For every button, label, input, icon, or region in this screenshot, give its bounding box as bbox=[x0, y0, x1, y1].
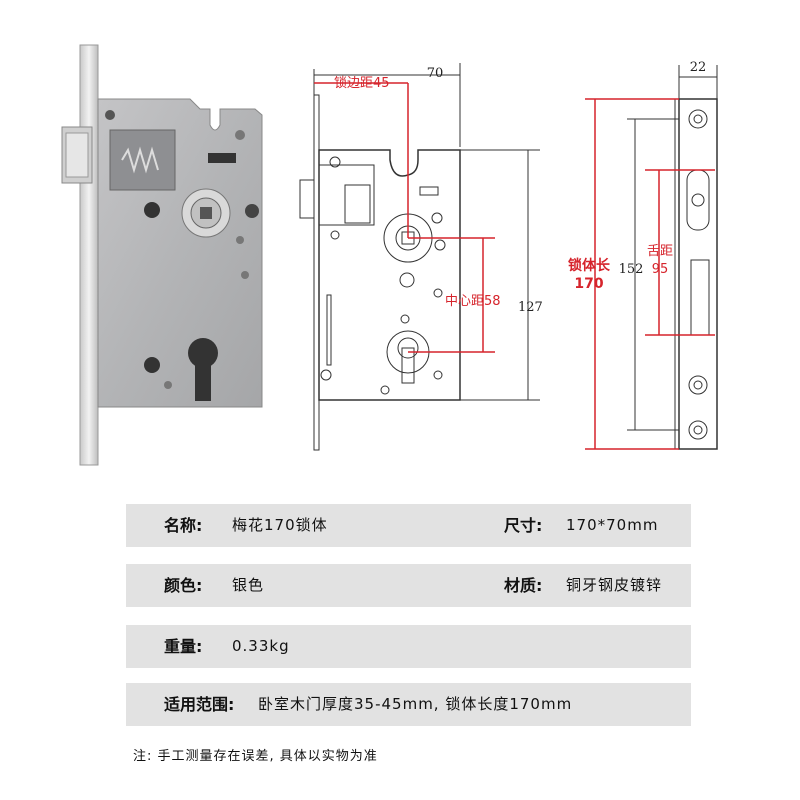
spec-material-value: 铜牙钢皮镀锌 bbox=[566, 576, 663, 594]
spec-usage-value: 卧室木门厚度35-45mm, 锁体长度170mm bbox=[258, 695, 573, 713]
dim-height-127: 127 bbox=[518, 300, 543, 315]
spec-color-value: 银色 bbox=[232, 576, 265, 594]
spec-row-usage: 适用范围: 卧室木门厚度35-45mm, 锁体长度170mm bbox=[126, 683, 691, 726]
dim-latch-value: 95 bbox=[652, 262, 669, 277]
spec-row-color: 颜色: 银色 材质: 铜牙钢皮镀锌 bbox=[126, 564, 691, 607]
spec-size-value: 170*70mm bbox=[566, 516, 659, 534]
dim-latch-label: 舌距 bbox=[647, 244, 673, 259]
footnote: 注: 手工测量存在误差, 具体以实物为准 bbox=[133, 749, 378, 764]
dim-thickness: 22 bbox=[690, 60, 707, 75]
dim-center-distance: 中心距58 bbox=[445, 294, 501, 309]
spec-weight-value: 0.33kg bbox=[232, 637, 290, 655]
spec-row-weight: 重量: 0.33kg bbox=[126, 625, 691, 668]
side-view-drawing: 22 锁体长 170 152 舌距 95 bbox=[568, 60, 718, 450]
spec-row-name: 名称: 梅花170锁体 尺寸: 170*70mm bbox=[126, 504, 691, 547]
front-view-drawing: 70 锁边距45 中心距58 127 bbox=[299, 63, 543, 451]
spec-weight-label: 重量: bbox=[164, 637, 203, 656]
dim-body-length-value: 170 bbox=[574, 276, 603, 292]
spec-usage-label: 适用范围: bbox=[164, 695, 235, 714]
spec-color-label: 颜色: bbox=[164, 576, 203, 595]
spec-size-label: 尺寸: bbox=[504, 516, 543, 535]
dim-body-length-label: 锁体长 bbox=[568, 257, 611, 274]
dim-backset: 锁边距45 bbox=[334, 75, 390, 91]
dim-width-70: 70 bbox=[427, 66, 444, 81]
spec-material-label: 材质: bbox=[504, 576, 543, 595]
dim-height-152: 152 bbox=[619, 262, 644, 277]
spec-name-value: 梅花170锁体 bbox=[232, 516, 328, 534]
lock-body-photo bbox=[61, 44, 263, 466]
spec-name-label: 名称: bbox=[164, 516, 203, 535]
